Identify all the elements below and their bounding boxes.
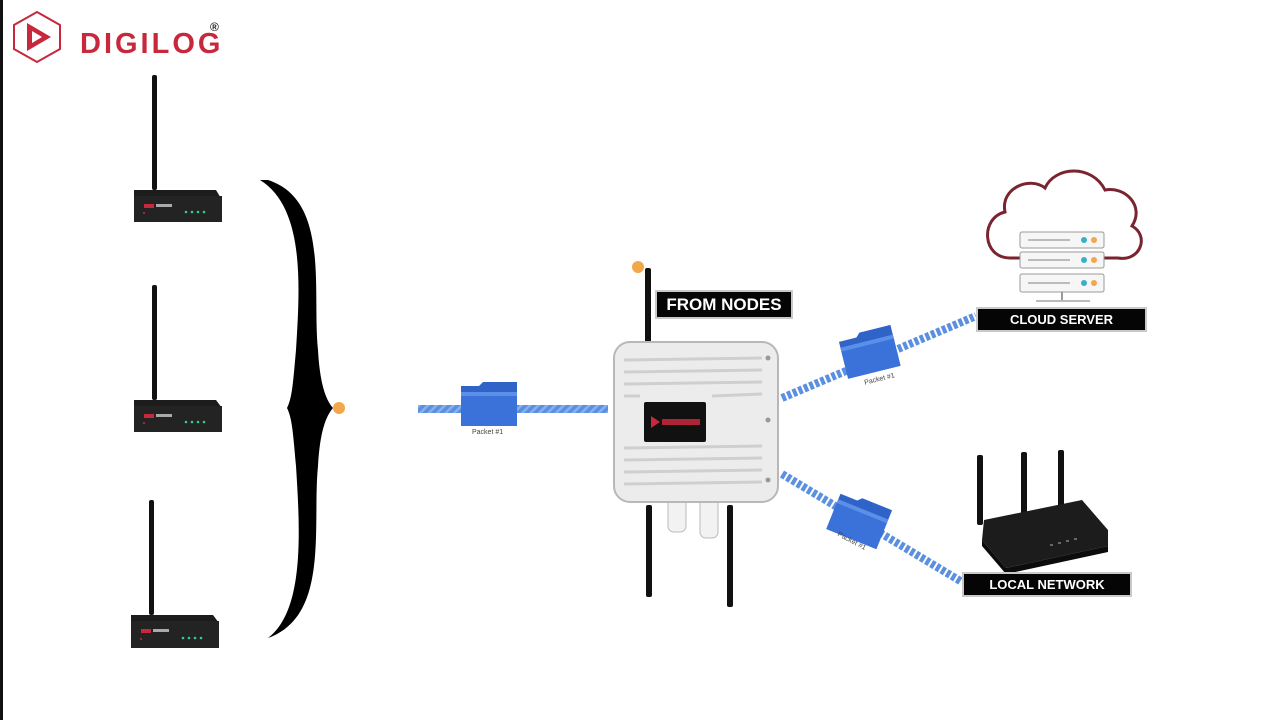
digilog-logo-mark-icon (13, 10, 61, 64)
node-device-icon (131, 500, 219, 648)
node-device-icon (134, 285, 222, 432)
packet-label: Packet #1 (472, 429, 504, 436)
packet-folder-icon (461, 382, 517, 426)
node-device-icon (134, 75, 222, 222)
from-nodes-label: FROM NODES (657, 292, 791, 317)
left-edge-bar (0, 0, 3, 720)
digilog-logo: DIGILOG ® (10, 10, 220, 64)
packet-folder-icon (826, 493, 893, 550)
gateway-icon (613, 268, 779, 607)
curly-brace-icon (260, 180, 333, 638)
cloud-server-label: CLOUD SERVER (978, 309, 1145, 330)
router-icon (977, 450, 1108, 574)
packet-folder-icon (838, 324, 901, 379)
registered-mark: ® (210, 20, 219, 34)
signal-dot (632, 261, 644, 273)
brand-name: DIGILOG (80, 28, 224, 60)
cloud-server-icon (986, 169, 1143, 302)
signal-dot (333, 402, 345, 414)
local-network-label: LOCAL NETWORK (964, 574, 1130, 595)
